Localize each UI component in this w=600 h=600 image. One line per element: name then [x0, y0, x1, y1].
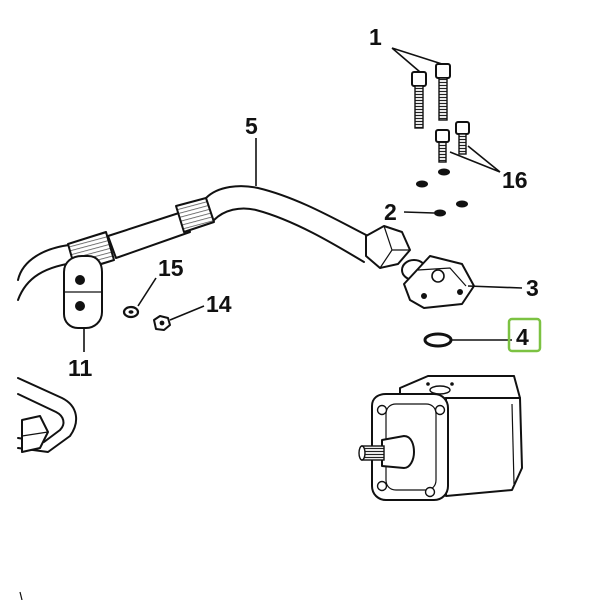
short-bolt-left-head — [435, 129, 450, 143]
seal-washer-1 — [416, 180, 428, 188]
leader-16 — [449, 145, 501, 173]
short-bolt-right-shank — [458, 133, 467, 155]
adapter-flange-top — [417, 267, 467, 287]
long-bolt-right-shank — [438, 77, 448, 121]
adapter-bolt-hole-b — [457, 289, 463, 295]
washer-part — [122, 305, 140, 319]
adapter-flange-part — [401, 255, 475, 309]
pump-hole-br — [424, 486, 436, 498]
callout-3: 3 — [526, 275, 539, 301]
short-bolts — [435, 121, 470, 163]
pump-top-port — [429, 385, 451, 395]
callouts: 1 16 2 3 4 5 11 15 14 — [68, 24, 542, 381]
short-bolt-left-shank — [438, 141, 447, 163]
callout-2: 2 — [384, 199, 397, 225]
adapter-bolt-hole-a — [421, 293, 427, 299]
rigid-tube-outer — [205, 185, 373, 239]
hose-body — [107, 211, 191, 259]
callout-15: 15 — [158, 255, 184, 281]
leader-1 — [391, 47, 443, 73]
short-bolt-right-head — [455, 121, 470, 135]
tube-hex-nut — [365, 225, 411, 269]
callout-4: 4 — [516, 324, 529, 350]
stray-mark — [19, 591, 23, 600]
leader-2 — [403, 211, 435, 214]
seal-washer-3 — [434, 209, 446, 217]
pump-inner-plate — [385, 403, 437, 491]
pump-body-side — [445, 397, 523, 497]
pump-hole-tl — [376, 404, 388, 416]
seal-washers — [416, 168, 468, 217]
clamp-hole-lower — [75, 301, 85, 311]
rigid-tube-inner — [213, 207, 365, 263]
long-bolt-left-shank — [414, 85, 424, 129]
clamp-part — [63, 255, 103, 329]
callout-14: 14 — [206, 291, 232, 317]
pump-shaft-hub — [381, 435, 415, 469]
clamp-hole-upper — [75, 275, 85, 285]
tube-hex-nut-face — [379, 225, 410, 269]
callout-16: 16 — [502, 167, 528, 193]
callout-11: 11 — [68, 355, 93, 381]
o-ring-part — [423, 332, 453, 348]
leader-15 — [137, 277, 157, 307]
lower-left-tube — [17, 377, 78, 453]
callout-4-highlight-box — [507, 317, 542, 353]
seal-washer-2 — [438, 168, 450, 176]
callout-5: 5 — [245, 113, 258, 139]
long-bolts — [411, 63, 451, 129]
pump-hole-bl — [376, 480, 388, 492]
knurled-ferrule-right — [175, 197, 215, 233]
adapter-bore — [431, 269, 445, 283]
seal-washer-4 — [456, 200, 468, 208]
long-bolt-left-head — [411, 71, 427, 87]
nut-part — [153, 315, 171, 331]
hydraulic-pump — [358, 375, 523, 501]
long-bolt-right-head — [435, 63, 451, 79]
callout-1: 1 — [369, 24, 382, 50]
leader-3 — [467, 285, 523, 289]
leader-lines — [83, 47, 523, 352]
leader-14 — [169, 305, 205, 321]
pump-hole-tr — [434, 404, 446, 416]
